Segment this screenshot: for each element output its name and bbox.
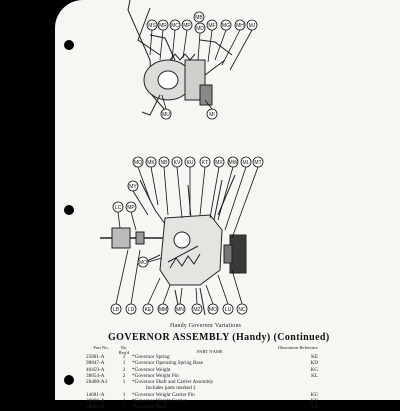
callout-label: KT	[202, 160, 208, 166]
header-illustration-ref: Illustration Reference	[278, 345, 318, 350]
binder-hole	[64, 40, 74, 50]
table-row: Includes parts marked ‡	[86, 385, 386, 391]
section-title: GOVERNOR ASSEMBLY (Handy) (Continued)	[108, 332, 330, 343]
callout-label: KE	[145, 307, 152, 313]
part-no: 98847-A	[86, 360, 105, 367]
illustration-ref: KG	[310, 366, 319, 373]
part-name: *Governor Operating Spring Base	[132, 360, 204, 367]
main-callouts: MQ MK NB KV KU KT MX MW ML MT MY LC MP MO LB LD KE MM MN MZ…	[110, 156, 264, 315]
req-qty: 2	[122, 372, 126, 379]
callout-label: MT	[254, 160, 261, 166]
callout-label: MM	[159, 307, 167, 313]
callout-label: NB	[161, 160, 169, 166]
part-name: *Governor Weight Carrier Pin	[132, 391, 195, 398]
callout-label: MQ	[134, 160, 142, 166]
part-no: 28408-A3	[86, 379, 108, 386]
callout-label: LC	[115, 205, 122, 211]
callout-label: MP	[183, 23, 191, 29]
callout-label: MJ	[249, 23, 256, 29]
callout-label: LU	[225, 307, 232, 313]
callout-label: MG	[222, 23, 230, 29]
part-name: Includes parts marked ‡	[146, 385, 196, 392]
binder-hole	[64, 375, 74, 385]
part-name: *Governor Weight Pin	[132, 372, 179, 379]
header-part-name: PART NAME	[197, 349, 223, 354]
part-name: *Governor Shaft and Carrier Assembly	[132, 379, 214, 386]
part-no: 40459-A	[86, 366, 105, 373]
figure-caption: Handy Governor Variations	[170, 323, 242, 329]
callout-label: MS	[148, 23, 156, 29]
catalog-sheet	[55, 0, 400, 400]
callout-label: MF	[208, 23, 215, 29]
top-governor-drawing	[127, 0, 233, 116]
header-req: No. Req'd	[118, 345, 130, 355]
parts-list: 25801-A 1 *Governor Spring KE 98847-A 1 *Gove…	[86, 354, 386, 411]
callout-label: MU	[162, 112, 170, 118]
part-no: 38854-A	[86, 372, 105, 379]
callout-label: MN	[176, 307, 184, 313]
callout-label: MH	[236, 23, 244, 29]
callout-label: MX	[215, 160, 223, 166]
callout-label: MO	[139, 260, 147, 266]
table-row: 38854-A 2 *Governor Weight Pin KL	[86, 373, 386, 379]
callout-label: KU	[187, 160, 194, 166]
callout-label: MD	[196, 26, 204, 32]
illustration-ref: KL	[311, 372, 318, 379]
illustration-ref: KU	[310, 391, 319, 398]
main-governor-drawing	[100, 174, 247, 316]
req-qty: 2	[122, 366, 126, 373]
callout-label: MY	[129, 184, 137, 190]
illustration-ref: KE	[311, 354, 318, 360]
callout-label: MB	[195, 15, 203, 21]
part-name: *Governor Spring	[132, 354, 170, 360]
callout-label: MI	[209, 112, 215, 118]
table-row: 25801-A 1 *Governor Spring KE	[86, 354, 386, 360]
header-part-no: Part No.	[93, 345, 109, 350]
callout-label: MZ	[193, 307, 200, 313]
callout-label: NC	[238, 307, 246, 313]
part-no: 14681-A	[86, 391, 105, 398]
callout-label: MW	[229, 160, 238, 166]
callout-label: LD	[128, 307, 135, 313]
table-row: 14681-A 1 *Governor Weight Carrier Pin KU	[86, 392, 386, 398]
callout-label: LB	[113, 307, 120, 313]
req-qty: 1	[122, 391, 126, 398]
callout-label: ML	[243, 160, 250, 166]
illustration-ref: KD	[310, 360, 319, 367]
binder-hole	[64, 205, 74, 215]
part-no: 25801-A	[86, 354, 105, 360]
table-row: 40459-A 2 *Governor Weight KG	[86, 367, 386, 373]
table-row: 98847-A 1 *Governor Operating Spring Base K…	[86, 360, 386, 366]
illustration-ref: LB	[311, 404, 318, 411]
req-qty: 1	[122, 360, 126, 367]
req-qty: 1	[122, 404, 126, 411]
table-row: 28408-A3 1 *Governor Shaft and Carrier Ass…	[86, 379, 386, 385]
callout-label: MP	[127, 205, 135, 211]
callout-label: MR	[159, 23, 167, 29]
part-name: *Governor Weight	[132, 366, 171, 373]
req-qty: 1	[122, 379, 126, 386]
part-no: 28861-A	[86, 404, 105, 411]
callout-label: MK	[147, 160, 155, 166]
callout-label: KV	[174, 160, 181, 166]
req-qty: 1	[122, 354, 126, 360]
callout-label: MO	[209, 307, 217, 313]
callout-label: MC	[171, 23, 179, 29]
